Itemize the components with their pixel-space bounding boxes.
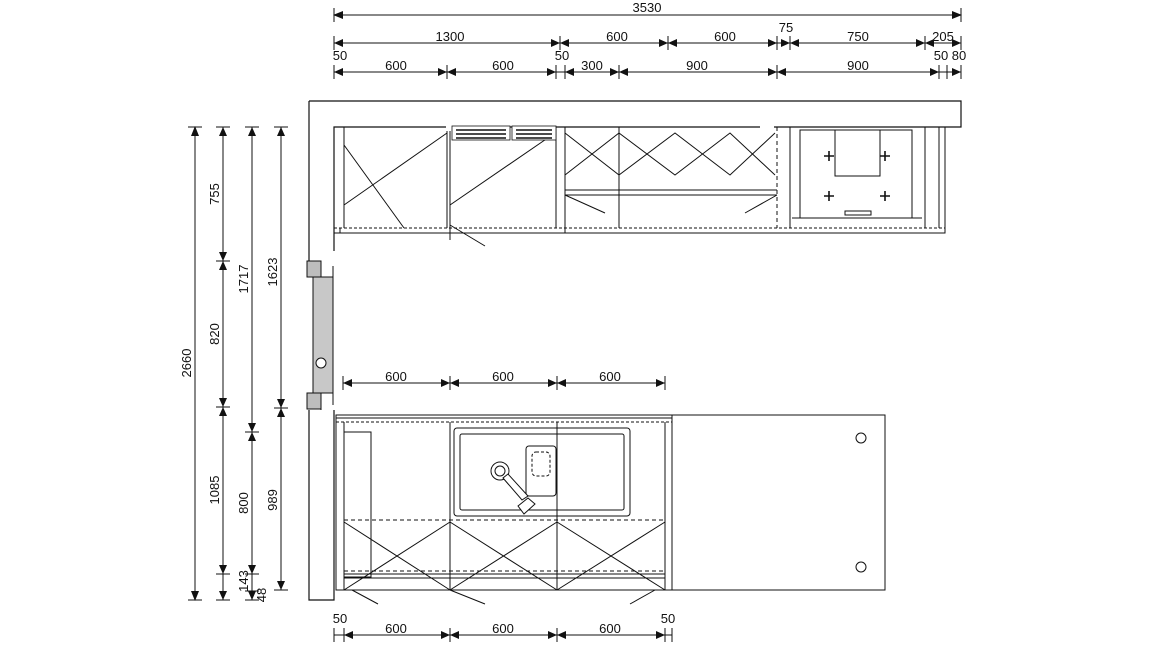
- wall-opening: [306, 260, 334, 410]
- dim-bottom-5: 50: [661, 611, 675, 626]
- dim-bottom-1: 50: [333, 611, 347, 626]
- dim-left-col2-4: 143: [236, 570, 251, 592]
- top-dimension-lines: [333, 8, 962, 79]
- bottom-dimension-lines: [333, 628, 673, 642]
- dim-middle-2: 600: [492, 369, 514, 384]
- dim-left-col3-1: 1717: [236, 265, 251, 294]
- dim-left-outer: 2660: [179, 349, 194, 378]
- dim-bottom-2: 600: [385, 621, 407, 636]
- dim-top-row3-4: 900: [686, 58, 708, 73]
- top-cabinets: [333, 126, 946, 247]
- dim-left-col4-2: 989: [265, 489, 280, 511]
- dim-top-row2-8: 205: [932, 29, 954, 44]
- dim-top-row2-3: 50: [555, 48, 569, 63]
- dim-top-row3-2: 600: [492, 58, 514, 73]
- handle-icon: [315, 357, 327, 369]
- dim-left-col4-1: 1623: [265, 258, 280, 287]
- dim-top-row2-1: 50: [333, 48, 347, 63]
- dim-middle-3: 600: [599, 369, 621, 384]
- dim-left-col2-1: 755: [207, 183, 222, 205]
- dim-bottom-4: 600: [599, 621, 621, 636]
- dim-top-overall: 3530: [633, 0, 662, 15]
- dim-top-row2-5: 600: [714, 29, 736, 44]
- extraction-grilles: [446, 125, 774, 141]
- dim-left-col2-3: 1085: [207, 476, 222, 505]
- leg-icon: [855, 561, 867, 573]
- middle-dimension-lines: [342, 376, 666, 390]
- dim-top-row2-9: 50: [934, 48, 948, 63]
- dim-left-col2-2: 820: [207, 323, 222, 345]
- dim-left-col3-3: 48: [254, 588, 269, 602]
- dim-top-row3-5: 900: [847, 58, 869, 73]
- sink: [453, 427, 631, 517]
- leg-icon: [855, 432, 867, 444]
- dim-left-col3-2: 800: [236, 492, 251, 514]
- dim-top-row3-1: 600: [385, 58, 407, 73]
- dim-top-row3-3: 300: [581, 58, 603, 73]
- dim-top-row2-10: 80: [952, 48, 966, 63]
- dim-middle-1: 600: [385, 369, 407, 384]
- dim-bottom-3: 600: [492, 621, 514, 636]
- dim-top-row2-4: 600: [606, 29, 628, 44]
- faucet-icon: [490, 461, 536, 515]
- dim-top-row2-7: 750: [847, 29, 869, 44]
- bottom-cabinets: [335, 414, 886, 605]
- burner-icon: [824, 151, 890, 201]
- dim-top-row2-6: 75: [779, 20, 793, 35]
- dim-top-row2-2: 1300: [436, 29, 465, 44]
- left-dimension-lines: [188, 126, 288, 601]
- hob: [792, 129, 922, 219]
